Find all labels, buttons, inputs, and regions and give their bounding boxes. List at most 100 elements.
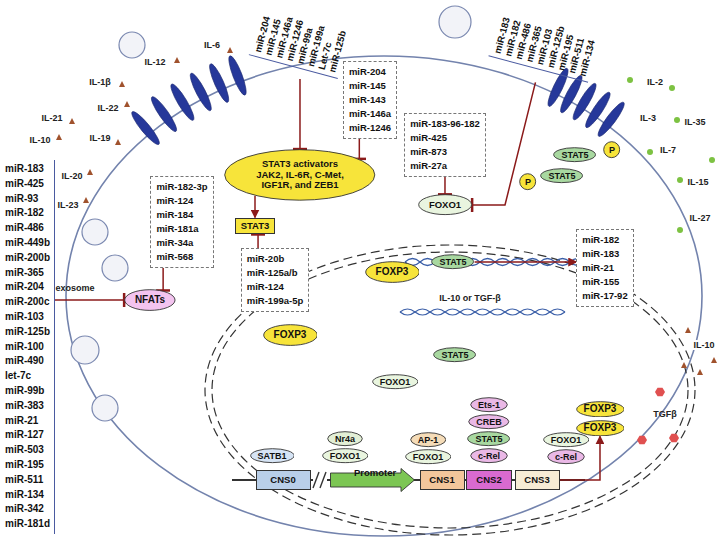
node-ellipse <box>548 450 585 464</box>
cytokine-label: IL-22 <box>97 103 118 113</box>
protein-ellipse: FOXP3 <box>576 401 625 418</box>
protein-ellipse: FOXO1 <box>418 194 472 215</box>
gene-region: CNS1 <box>420 470 465 490</box>
mirna-name: miR-183 <box>5 162 50 177</box>
node-label: CNS0 <box>270 475 295 486</box>
mirna-list: miR-204miR-145miR-146amiR-1246miR-99amiR… <box>249 5 351 79</box>
exosome-vesicle <box>92 395 118 421</box>
node-label: NFATs <box>135 294 165 306</box>
mirna-name: miR-103 <box>5 310 50 325</box>
mirna-name: miR-145 <box>349 79 391 93</box>
cytokine-dot <box>669 85 675 91</box>
mirna-name: miR-342 <box>5 502 50 517</box>
node-label: STAT5 <box>548 171 575 181</box>
node-label: FOXP3 <box>376 266 409 278</box>
mirna-name: miR-1246 <box>349 121 391 135</box>
mirna-name: miR-200c <box>5 295 50 310</box>
mirna-name: miR-873 <box>410 145 480 159</box>
node-ellipse <box>604 142 620 158</box>
cytokine-label: IL-3 <box>640 113 656 123</box>
node-label: Ets-1 <box>478 400 500 410</box>
inhibition-line <box>257 234 259 248</box>
node-label: P <box>609 145 615 155</box>
mirna-name: miR-21 <box>5 414 50 429</box>
gene-region: CNS3 <box>515 470 560 490</box>
protein-ellipse: FOXP3 <box>365 261 420 283</box>
node-label: STAT3 <box>241 221 270 232</box>
mirna-name: miR-195 <box>5 458 50 473</box>
promoter-shape <box>330 469 414 492</box>
mirna-name: miR-146a <box>349 107 391 121</box>
node-ellipse <box>365 262 419 283</box>
cytokine-triangle <box>87 169 93 175</box>
cytokine-label: IL-10 <box>692 340 715 350</box>
cytokine-label: IL-27 <box>689 213 710 223</box>
node-ellipse <box>372 375 417 389</box>
node-label: CNS3 <box>524 475 549 486</box>
receptor-symbol <box>595 100 627 139</box>
node-label: CREB <box>476 417 502 427</box>
node-label: FOXP3 <box>274 329 307 341</box>
node-label: FOXP3 <box>584 403 617 415</box>
cytokine-label: IL-6 <box>204 40 220 50</box>
node-label: FOXP3 <box>584 422 617 434</box>
receptor-symbol <box>226 54 249 96</box>
mirna-name: miR-134 <box>5 488 50 503</box>
exosome-vesicle <box>82 219 108 245</box>
mirna-name: miR-155 <box>582 275 627 289</box>
node-ellipse <box>432 255 474 269</box>
node-ellipse <box>554 148 596 162</box>
activator-ellipse: STAT3 activatorsJAK2, IL-6R, C-Met, IGF1… <box>224 149 376 201</box>
node-ellipse <box>125 290 175 311</box>
protein-ellipse: FOXP3 <box>263 324 318 346</box>
node-label: AP-1 <box>418 435 439 445</box>
node-label: STAT5 <box>561 150 588 160</box>
mirna-name: miR-27a <box>410 159 480 173</box>
node-label: FOXO1 <box>551 435 582 445</box>
cytokine-symbols <box>56 47 717 444</box>
factor-ellipse: FOXO1 <box>543 432 590 447</box>
mirna-name: miR-204 <box>349 65 391 79</box>
node-label: STAT5 <box>441 350 468 360</box>
cytokine-triangle <box>119 81 125 87</box>
mirna-name: miR-124 <box>156 194 207 208</box>
cytokine-label: IL-20 <box>61 171 82 181</box>
mirna-name: miR-34a <box>156 236 207 250</box>
node-ellipse <box>322 449 367 463</box>
cytokine-triangle <box>681 362 687 368</box>
factor-ellipse: Nr4a <box>327 431 363 446</box>
activation-arrow <box>475 261 577 263</box>
mirna-box: miR-183-96-182miR-425miR-873miR-27a <box>404 113 486 177</box>
mirna-name: miR-125a/b <box>247 266 304 280</box>
mirna-name: miR-490 <box>5 354 50 369</box>
factor-ellipse: AP-1 <box>410 432 447 447</box>
gene-region: CNS2 <box>466 470 512 490</box>
cytokine-label: IL-2 <box>647 77 663 87</box>
inhibition-line <box>359 139 361 159</box>
mirna-list: miR-183miR-425miR-93miR-182miR-486miR-44… <box>1 160 55 534</box>
cytokine-label: IL-7 <box>660 145 676 155</box>
mirna-list: miR-183miR-182miR-486miR-365miR-103miR-1… <box>489 6 602 83</box>
mirna-name: let-7c <box>5 369 50 384</box>
cytokine-label: IL-21 <box>41 113 62 123</box>
cytokine-dot <box>647 149 653 155</box>
node-label: Nr4a <box>335 434 355 444</box>
factor-ellipse: FOXO1 <box>322 448 369 463</box>
node-ellipse <box>263 325 317 346</box>
tgf-hexagon <box>655 388 665 397</box>
node-label: FOXO1 <box>380 377 411 387</box>
mirna-name: miR-182 <box>582 233 627 247</box>
mirna-name: miR-204 <box>5 280 50 295</box>
cytokine-dot <box>677 227 683 233</box>
mirna-name: miR-449b <box>5 236 50 251</box>
factor-ellipse: CREB <box>468 414 510 429</box>
cytokine-triangle <box>56 134 62 140</box>
break-mark <box>313 472 319 488</box>
protein-ellipse: STAT5 <box>433 347 476 362</box>
node-ellipse <box>520 174 536 190</box>
node-ellipse <box>471 398 508 412</box>
node-ellipse <box>543 433 588 447</box>
tgf-hexagon <box>669 434 679 443</box>
mirna-box: miR-204miR-145miR-143miR-146amiR-1246 <box>343 61 397 139</box>
break-gap <box>313 473 327 487</box>
